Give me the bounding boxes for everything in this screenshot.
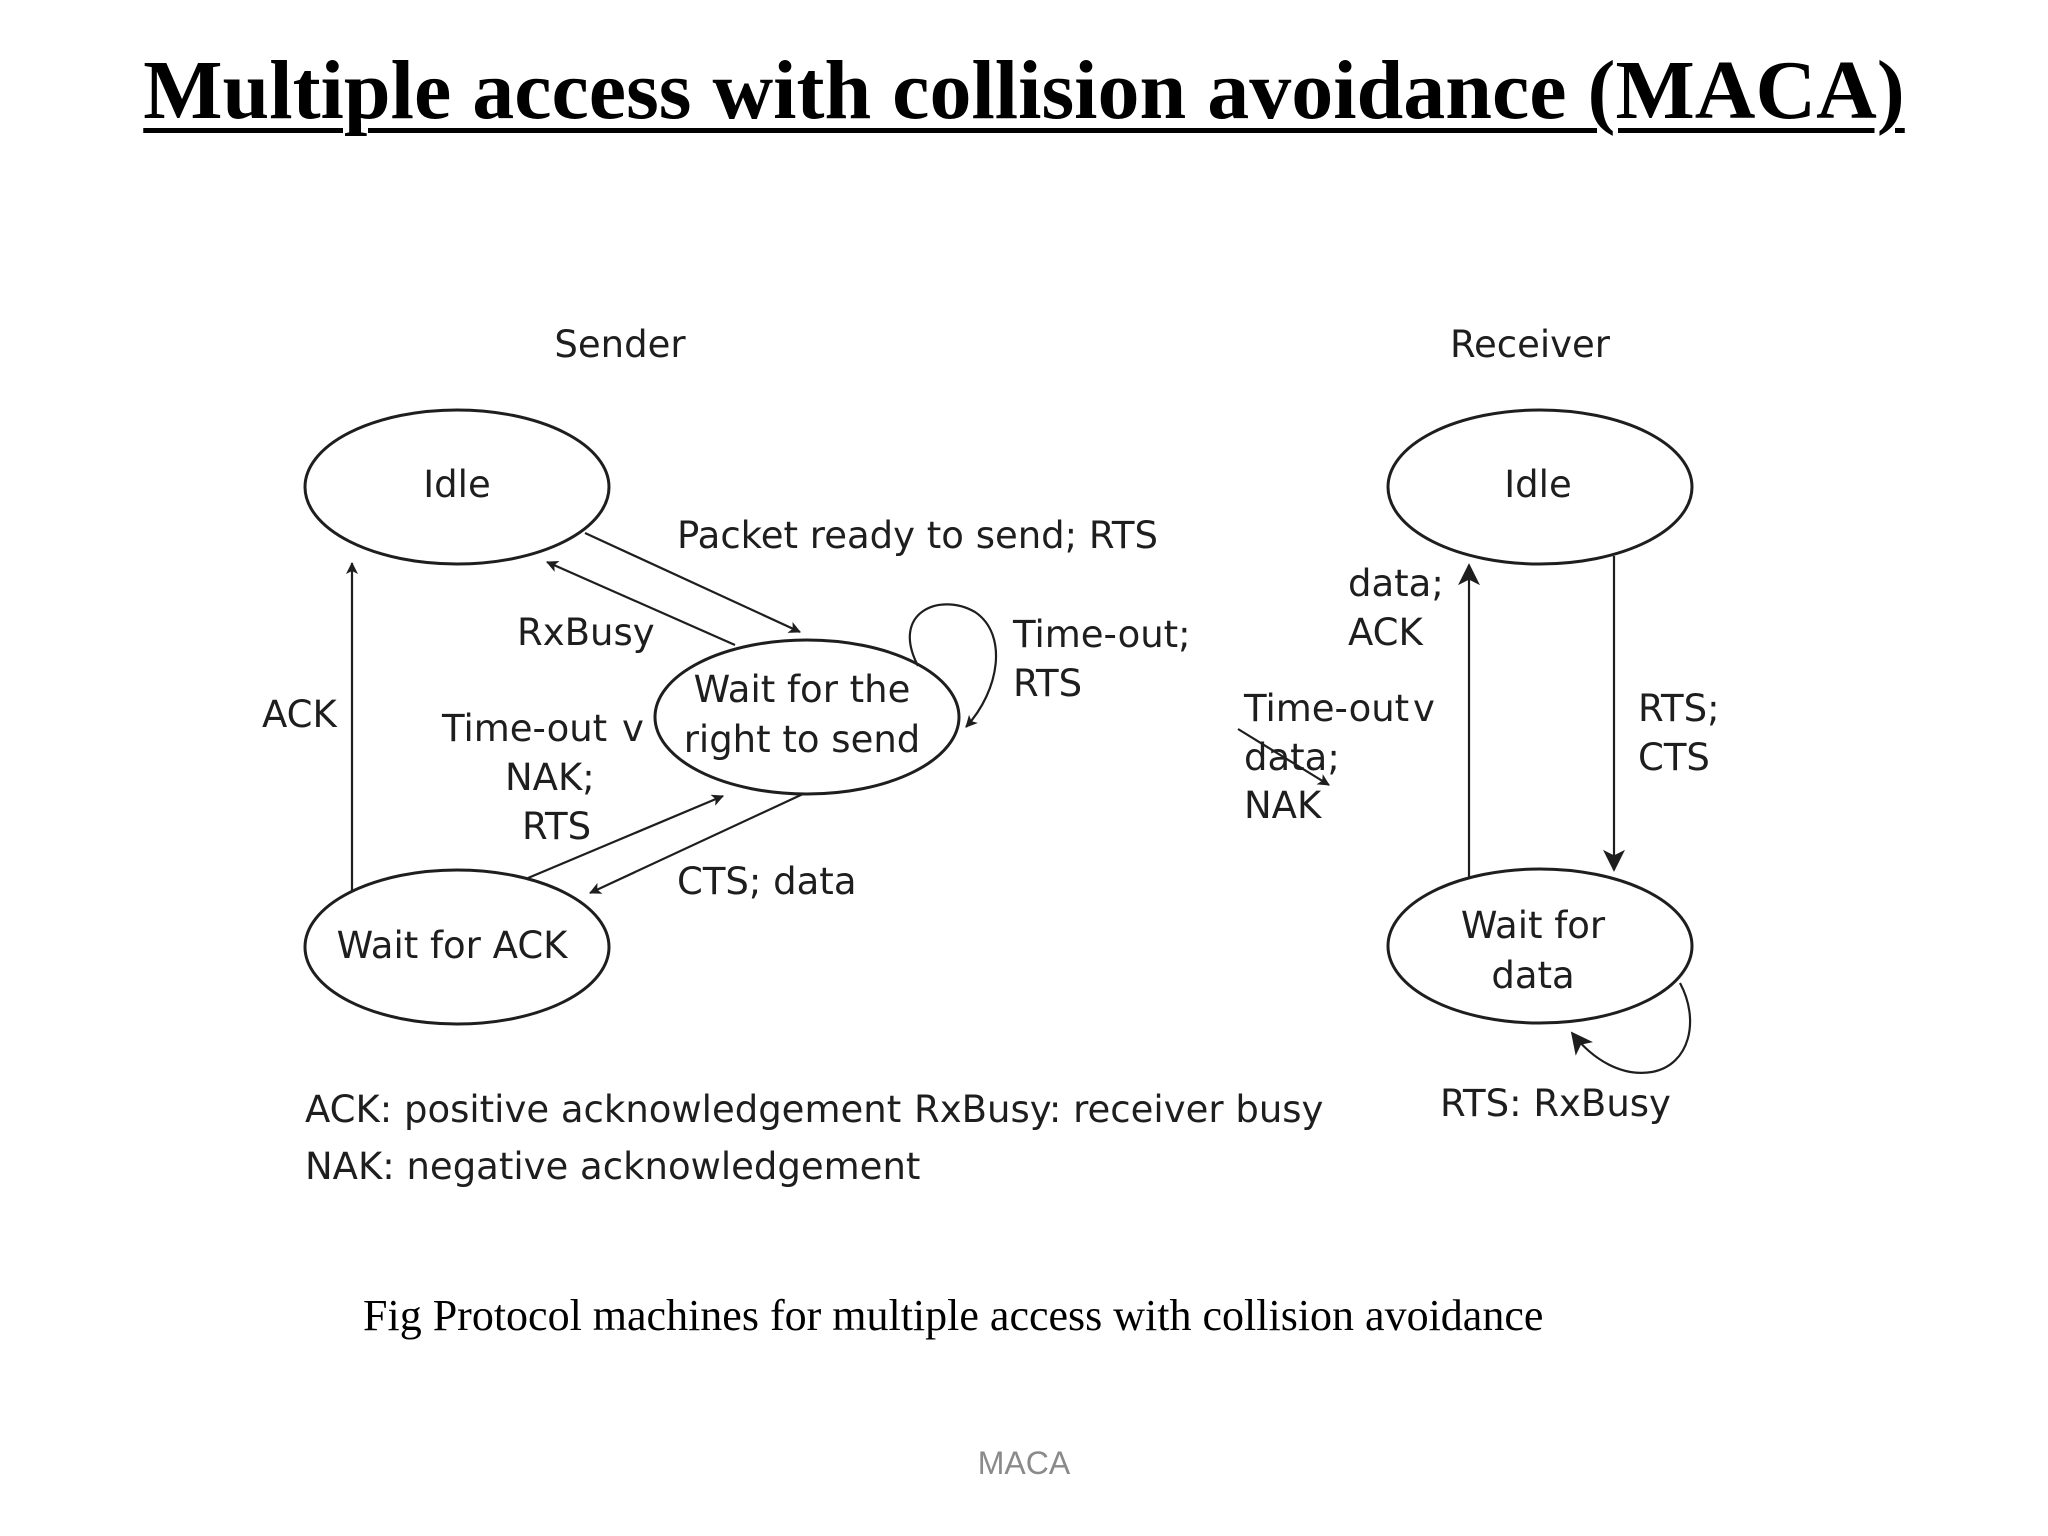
legend-ack-definition: ACK: positive acknowledgement [305,1088,901,1131]
sender-label-timeout-nak-or: v [622,707,644,750]
sender-edge-timeout-loop [908,603,998,728]
receiver-idle-label: Idle [1504,463,1571,506]
sender-edge-packet-ready [584,532,801,633]
sender-heading: Sender [554,323,686,366]
sender-edge-rxbusy [546,560,736,647]
sender-wait-right-label-line1: Wait for the [694,668,911,711]
receiver-wait-data-label-line1: Wait for [1461,904,1606,947]
receiver-edge-timeout [1237,728,1330,786]
receiver-label-rts-cts-line2: CTS [1638,736,1710,779]
receiver-label-data-ack-line1: data; [1348,562,1444,605]
receiver-wait-data-state: Wait for data [1386,867,1694,1025]
receiver-label-timeout-line1: Time-out [1243,687,1409,730]
sender-label-cts-data: CTS; data [677,860,857,903]
sender-label-packet-ready: Packet ready to send; RTS [677,514,1158,557]
sender-label-timeout-nak-line1: Time-out [441,707,607,750]
sender-wait-ack-state: Wait for ACK [303,868,611,1026]
sender-label-rxbusy: RxBusy [517,611,655,654]
legend-rxbusy-definition: RxBusy: receiver busy [914,1088,1323,1131]
slide-footer: MACA [977,1445,1071,1481]
sender-label-timeout-nak-line2: NAK; [505,756,595,799]
receiver-label-timeout-line2: data; [1244,736,1340,779]
receiver-label-timeout-or: v [1413,687,1435,730]
sender-label-timeout-nak-line3: RTS [522,805,591,848]
legend-nak-definition: NAK: negative acknowledgement [305,1145,920,1188]
sender-idle-state: Idle [303,408,611,566]
receiver-label-rts-cts-line1: RTS; [1638,687,1720,730]
receiver-label-rts-rxbusy: RTS: RxBusy [1440,1082,1671,1125]
receiver-edge-rxbusy-loop [1570,982,1692,1074]
sender-label-timeout-rts-line2: RTS [1013,662,1082,705]
sender-idle-label: Idle [423,463,490,506]
sender-edge-cts-data [589,793,804,894]
sender-label-ack: ACK [262,693,338,736]
sender-edge-timeout-nak [527,794,724,880]
receiver-idle-state: Idle [1386,408,1694,566]
figure-caption: Fig Protocol machines for multiple acces… [363,1291,1544,1340]
receiver-label-data-ack-line2: ACK [1348,611,1424,654]
receiver-heading: Receiver [1450,323,1611,366]
sender-wait-right-state: Wait for the right to send [653,638,961,796]
receiver-wait-data-label-line2: data [1491,954,1574,997]
receiver-label-timeout-line3: NAK [1244,784,1323,827]
sender-wait-right-label-line2: right to send [684,718,921,761]
sender-label-timeout-rts-line1: Time-out; [1012,613,1191,656]
slide-title: Multiple access with collision avoidance… [143,44,1905,137]
sender-wait-ack-label: Wait for ACK [337,924,570,967]
